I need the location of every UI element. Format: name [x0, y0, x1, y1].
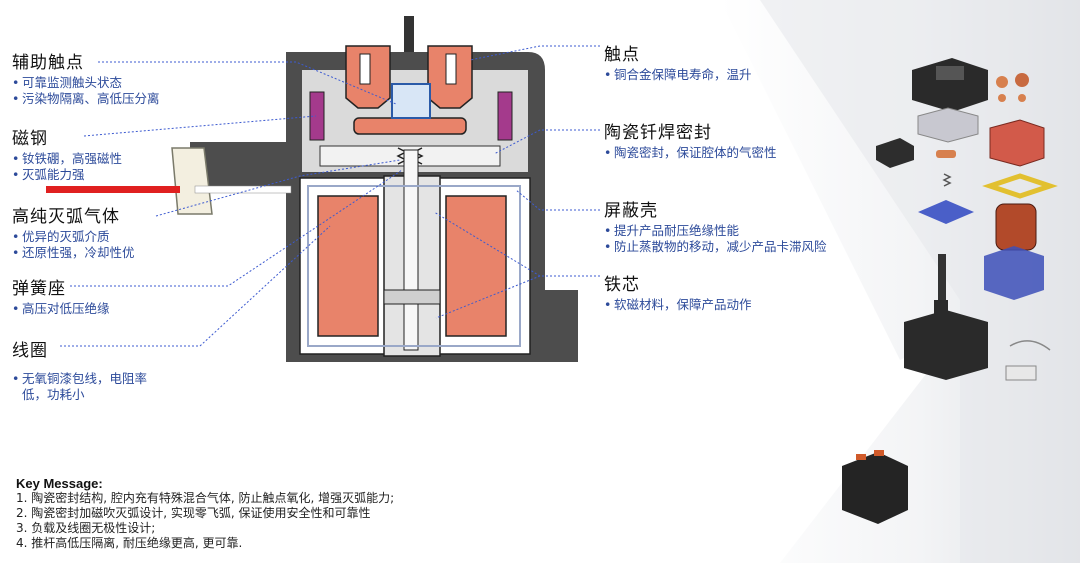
label-gas: 高纯灭弧气体 优异的灭弧介质 还原性强，冷却性优 [12, 202, 135, 261]
red-wire [46, 186, 180, 193]
leader-lines [60, 45, 600, 347]
left-magnet [309, 91, 325, 141]
top-cap [912, 58, 988, 112]
key-message-item: 4. 推杆高低压隔离, 耐压绝缘更高, 更可靠. [16, 536, 243, 550]
base-housing [904, 310, 988, 380]
label-title: 屏蔽壳 [604, 201, 658, 221]
shield-part [984, 246, 1044, 300]
core-rod [938, 254, 946, 302]
shield-shell [307, 185, 521, 347]
label-title: 弹簧座 [12, 279, 66, 299]
label-magnet: 磁钢 钕铁硼，高强磁性 灭弧能力强 [12, 124, 122, 183]
label-title: 陶瓷钎焊密封 [604, 123, 712, 143]
label-bullet: 钕铁硼，高强磁性 [12, 151, 122, 167]
assembled-relay [842, 452, 908, 524]
label-bullet: 防止蒸散物的移动，减少产品卡滞风险 [604, 239, 854, 255]
label-bullet: 软磁材料，保障产品动作 [604, 297, 752, 313]
key-message-title: Key Message: [16, 476, 103, 491]
label-bullet: 污染物隔离、高低压分离 [12, 91, 160, 107]
label-title: 磁钢 [12, 129, 48, 149]
label-bullet: 优异的灭弧介质 [12, 229, 135, 245]
label-title: 高纯灭弧气体 [12, 207, 120, 227]
gold-frame [982, 173, 1058, 199]
key-message: Key Message: 1. 陶瓷密封结构, 腔内充有特殊混合气体, 防止触点… [16, 476, 394, 551]
key-message-item: 2. 陶瓷密封加磁吹灭弧设计, 实现零飞弧, 保证使用安全性和可靠性 [16, 506, 371, 520]
label-coil: 线圈 无氧铜漆包线，电阻率低，功耗小 [12, 336, 152, 403]
key-message-item: 3. 负载及线圈无极性设计; [16, 521, 156, 535]
label-spring-seat: 弹簧座 高压对低压绝缘 [12, 274, 110, 317]
ceramic-block [989, 119, 1045, 167]
label-bullet: 提升产品耐压绝缘性能 [604, 223, 854, 239]
label-title: 铁芯 [604, 275, 640, 295]
label-bullet: 可靠监测触头状态 [12, 75, 160, 91]
label-aux-contact: 辅助触点 可靠监测触头状态 污染物隔离、高低压分离 [12, 48, 160, 107]
label-bullet: 还原性强，冷却性优 [12, 245, 135, 261]
label-bullet: 无氧铜漆包线，电阻率低，功耗小 [12, 371, 152, 403]
key-message-item: 1. 陶瓷密封结构, 腔内充有特殊混合气体, 防止触点氧化, 增强灭弧能力; [16, 491, 395, 505]
terminal-stud [404, 16, 414, 52]
label-core: 铁芯 软磁材料，保障产品动作 [604, 270, 752, 313]
label-bullet: 灭弧能力强 [12, 167, 122, 183]
label-title: 线圈 [12, 341, 48, 361]
aux-contact-part [391, 83, 431, 119]
left-coil [317, 195, 379, 337]
coil-part [995, 203, 1037, 251]
label-title: 辅助触点 [12, 53, 84, 73]
aux-connector [876, 138, 914, 168]
right-coil [445, 195, 507, 337]
label-shield: 屏蔽壳 提升产品耐压绝缘性能 防止蒸散物的移动，减少产品卡滞风险 [604, 196, 854, 255]
label-bullet: 高压对低压绝缘 [12, 301, 110, 317]
right-magnet [497, 91, 513, 141]
label-title: 触点 [604, 45, 640, 65]
terminal-nut [996, 76, 1008, 88]
label-ceramic-seal: 陶瓷钎焊密封 陶瓷密封，保证腔体的气密性 [604, 118, 777, 161]
label-bullet: 铜合金保障电寿命，温升 [604, 67, 752, 83]
label-bullet: 陶瓷密封，保证腔体的气密性 [604, 145, 777, 161]
blue-plate [918, 200, 974, 224]
label-contact: 触点 铜合金保障电寿命，温升 [604, 40, 752, 83]
